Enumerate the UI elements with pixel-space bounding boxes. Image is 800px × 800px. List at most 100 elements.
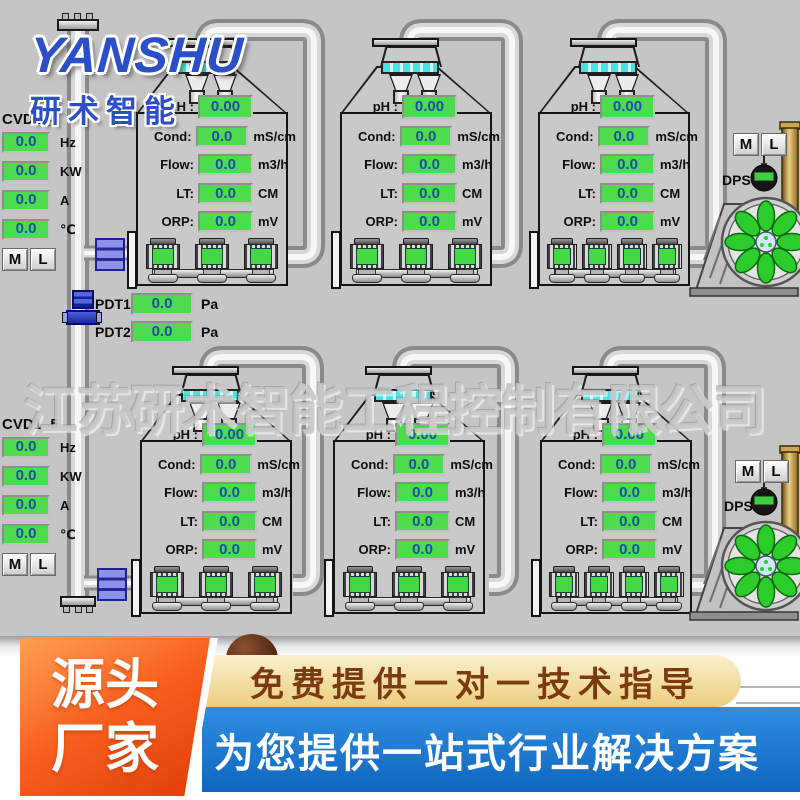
fan-blades-icon (724, 200, 800, 284)
param-row-flow: Flow: 0.0 m3/h (333, 480, 493, 505)
spray-header-icon (374, 389, 432, 402)
flange-bolt (74, 13, 81, 20)
param-label: pH : (372, 99, 398, 114)
pump-icon[interactable] (195, 238, 229, 283)
local-mode-button[interactable]: L (763, 460, 789, 483)
param-row-cond: Cond: 0.0 mS/cm (333, 452, 493, 477)
flow-display: 0.0 (600, 154, 655, 175)
pump-icon[interactable] (350, 238, 384, 283)
power-display: 0.0 (2, 161, 50, 182)
scrubber-tank-4: pH : 0.00 Cond: 0.0 mS/cm Flow: 0.0 m3/h… (131, 366, 300, 617)
promo-banner: 免费提供一对一技术指导 为您提供一站式行业解决方案 源头 厂家 (0, 634, 800, 800)
unit-label: KW (60, 469, 82, 484)
pump-icon[interactable] (653, 566, 684, 611)
spray-header-icon (181, 389, 239, 402)
manual-mode-button[interactable]: M (735, 460, 761, 483)
overflow-pipe (127, 231, 137, 289)
local-mode-button[interactable]: L (761, 133, 787, 156)
pump-icon[interactable] (448, 238, 482, 283)
param-row-orp: ORP: 0.0 mV (540, 537, 700, 562)
manual-mode-button[interactable]: M (733, 133, 759, 156)
param-unit: CM (660, 186, 681, 201)
cond-display: 0.0 (599, 454, 653, 475)
param-label: pH : (172, 427, 198, 442)
param-unit: CM (258, 186, 279, 201)
pump-icon[interactable] (392, 566, 426, 611)
ribbon-offer-text: 免费提供一对一技术指导 (250, 665, 701, 704)
pump-row (344, 237, 488, 283)
pump-row (542, 237, 686, 283)
param-row-cond: Cond: 0.0 mS/cm (140, 452, 300, 477)
pump-icon[interactable] (399, 238, 433, 283)
spray-header-icon (581, 389, 639, 402)
pump-icon[interactable] (583, 566, 614, 611)
damper-valve-row1[interactable] (95, 238, 125, 271)
pump-icon[interactable] (651, 238, 682, 283)
overflow-pipe (529, 231, 539, 289)
local-mode-button[interactable]: L (30, 248, 56, 271)
param-row-flow: Flow: 0.0 m3/h (136, 152, 296, 177)
cond-display: 0.0 (399, 126, 453, 147)
pump-icon[interactable] (616, 238, 647, 283)
param-unit: m3/h (262, 485, 293, 500)
pdt2-label: PDT2 (95, 324, 131, 340)
pump-icon[interactable] (244, 238, 278, 283)
param-label: ORP: (165, 542, 199, 557)
tank-top-flange (365, 366, 432, 375)
power-display: 0.0 (2, 466, 50, 487)
pump-icon[interactable] (581, 238, 612, 283)
param-unit: mS/cm (257, 457, 300, 472)
pump-row (140, 237, 284, 283)
param-label: Cond: (157, 457, 196, 472)
flange-bolt (86, 13, 93, 20)
pump-icon[interactable] (146, 238, 180, 283)
unit-label: Hz (60, 135, 76, 150)
unit-label: ℃ (60, 526, 76, 542)
duct-tank1 (195, 19, 325, 268)
orp-display: 0.0 (198, 211, 253, 232)
damper-valve-row2[interactable] (97, 568, 127, 601)
dps-label: DPS (724, 498, 753, 514)
pump-icon[interactable] (343, 566, 377, 611)
spray-header-icon (177, 61, 235, 74)
pump-icon[interactable] (441, 566, 475, 611)
param-label: Flow: (160, 157, 194, 172)
scrubber-tank-3: pH : 0.00 Cond: 0.0 mS/cm Flow: 0.0 m3/h… (529, 38, 698, 289)
pump-icon[interactable] (150, 566, 184, 611)
level-display: 0.0 (202, 511, 257, 532)
param-label: Cond: (357, 129, 396, 144)
spray-header-icon (381, 61, 439, 74)
param-label: LT: (180, 514, 198, 529)
blower-fan-unit-2[interactable] (680, 444, 800, 622)
param-label: LT: (578, 186, 596, 201)
pressure-transmitter-icon (62, 288, 102, 340)
factory-text-line1: 源头 (51, 655, 159, 715)
manual-mode-button[interactable]: M (2, 553, 28, 576)
fan-blades-icon (724, 524, 800, 608)
blower-fan-unit-1[interactable] (680, 120, 800, 298)
flow-display: 0.0 (402, 154, 457, 175)
pump-row (337, 565, 481, 611)
param-row-lt: LT: 0.0 CM (136, 181, 296, 206)
param-unit: m3/h (258, 157, 289, 172)
param-unit: mV (662, 542, 683, 557)
param-row-cond: Cond: 0.0 mS/cm (538, 124, 698, 149)
pump-icon[interactable] (618, 566, 649, 611)
param-row-flow: Flow: 0.0 m3/h (140, 480, 300, 505)
pump-icon[interactable] (546, 238, 577, 283)
overflow-pipe (531, 559, 541, 617)
pump-icon[interactable] (548, 566, 579, 611)
pump-icon[interactable] (199, 566, 233, 611)
param-row-orp: ORP: 0.0 mV (140, 537, 300, 562)
param-label: LT: (380, 186, 398, 201)
param-row-orp: ORP: 0.0 mV (538, 209, 698, 234)
param-unit: mS/cm (253, 129, 296, 144)
duct-tank5 (392, 346, 519, 596)
manual-mode-button[interactable]: M (2, 248, 28, 271)
param-unit: CM (455, 514, 476, 529)
local-mode-button[interactable]: L (30, 553, 56, 576)
pump-icon[interactable] (248, 566, 282, 611)
param-unit: mS/cm (457, 129, 500, 144)
ph-display: 0.00 (198, 94, 253, 119)
